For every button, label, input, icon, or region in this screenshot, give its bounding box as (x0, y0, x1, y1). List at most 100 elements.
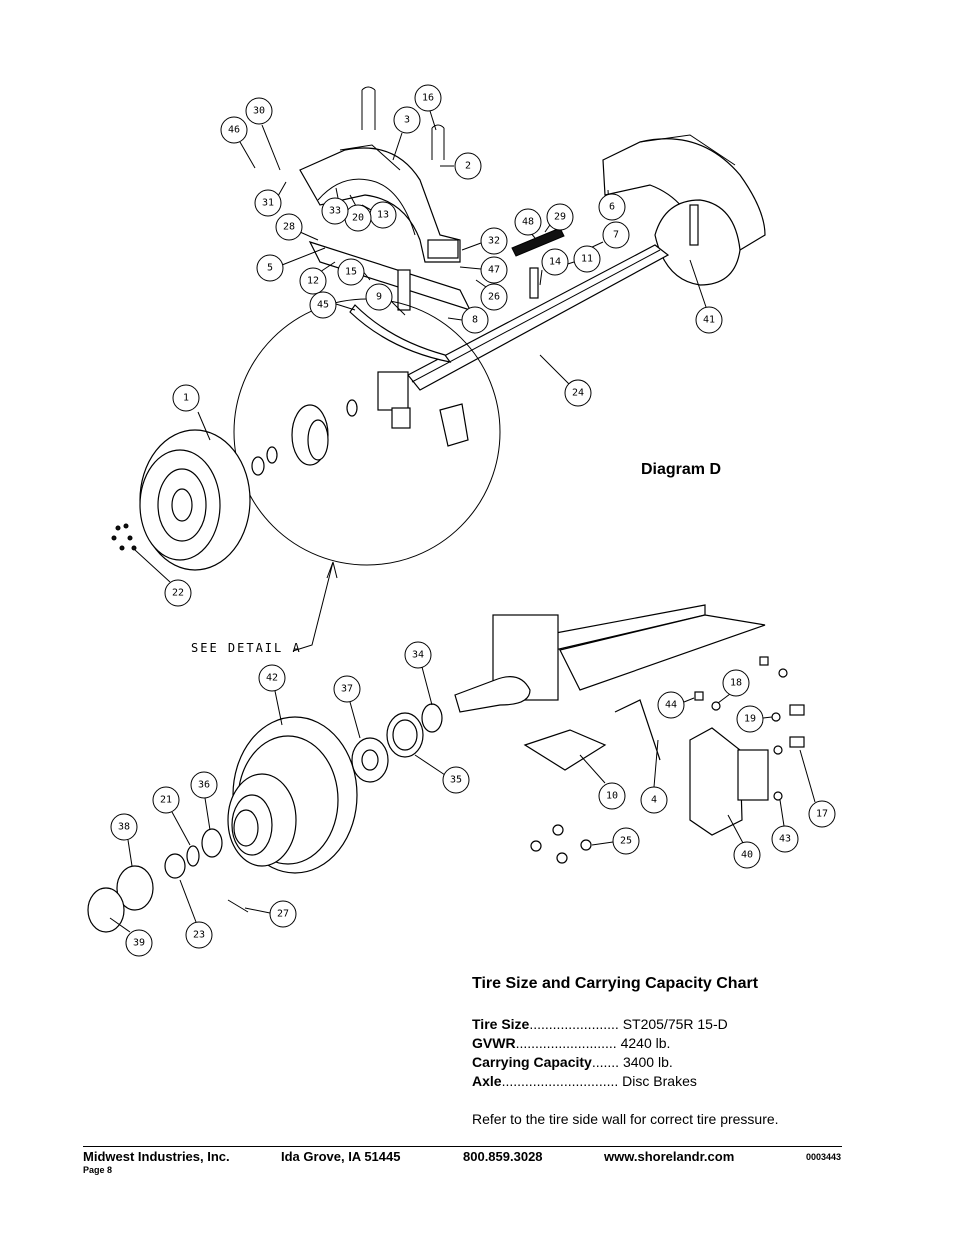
chart-row-tire-size: Tire Size....................... ST205/7… (472, 1016, 728, 1032)
footer-page-number: Page 8 (83, 1165, 113, 1175)
svg-text:23: 23 (193, 930, 205, 941)
callout-32: 32 (461, 227, 508, 255)
chart-row-carrying-capacity: Carrying Capacity....... 3400 lb. (472, 1054, 673, 1070)
svg-text:32: 32 (488, 236, 500, 247)
svg-text:28: 28 (283, 222, 295, 233)
svg-text:17: 17 (816, 809, 828, 820)
svg-text:16: 16 (422, 93, 434, 104)
chart-title: Tire Size and Carrying Capacity Chart (472, 975, 759, 992)
callout-11: 11 (554, 245, 601, 273)
svg-text:45: 45 (317, 300, 329, 311)
callout-38: 38 (110, 813, 138, 867)
svg-text:10: 10 (606, 791, 618, 802)
svg-text:35: 35 (450, 775, 462, 786)
callout-15: 15 (337, 258, 371, 286)
svg-text:4: 4 (651, 795, 657, 806)
footer-rule (83, 1146, 842, 1147)
callout-29: 29 (544, 203, 574, 233)
svg-text:6: 6 (609, 202, 615, 213)
reflector-strip (511, 227, 565, 257)
callout-12: 12 (299, 261, 336, 295)
svg-text:40: 40 (741, 850, 753, 861)
callout-1: 1 (172, 384, 211, 441)
callout-24: 24 (539, 354, 592, 407)
u-bolt-top (361, 86, 376, 130)
u-bolt-16 (431, 124, 445, 160)
bearings-seals (87, 703, 443, 933)
detail-arrow (292, 561, 338, 652)
svg-text:3: 3 (404, 115, 410, 126)
svg-text:44: 44 (665, 700, 677, 711)
chart-row-axle: Axle.............................. Disc … (472, 1073, 697, 1089)
svg-text:7: 7 (613, 230, 619, 241)
svg-text:9: 9 (376, 292, 382, 303)
callout-47: 47 (459, 256, 508, 284)
svg-text:31: 31 (262, 198, 274, 209)
svg-text:36: 36 (198, 780, 210, 791)
brake-rotor (227, 716, 358, 874)
callout-18: 18 (717, 669, 750, 704)
svg-text:14: 14 (549, 257, 561, 268)
svg-text:41: 41 (703, 315, 715, 326)
caliper (523, 727, 769, 836)
svg-text:15: 15 (345, 267, 357, 278)
svg-text:33: 33 (329, 206, 341, 217)
svg-text:34: 34 (412, 650, 424, 661)
leaf-spring (349, 304, 452, 363)
svg-text:46: 46 (228, 125, 240, 136)
svg-text:38: 38 (118, 822, 130, 833)
callout-37: 37 (333, 675, 361, 739)
svg-text:29: 29 (554, 212, 566, 223)
callout-35: 35 (414, 754, 470, 794)
svg-text:20: 20 (352, 213, 364, 224)
svg-text:13: 13 (377, 210, 389, 221)
callout-23: 23 (179, 879, 213, 949)
callout-25: 25 (591, 827, 640, 855)
callout-41: 41 (689, 259, 723, 334)
callout-22: 22 (134, 549, 192, 607)
callout-20: 20 (344, 194, 372, 232)
svg-text:26: 26 (488, 292, 500, 303)
diagram-title: Diagram D (641, 461, 722, 478)
svg-text:18: 18 (730, 678, 742, 689)
tire (139, 429, 251, 571)
callout-16: 16 (414, 84, 442, 131)
svg-text:39: 39 (133, 938, 145, 949)
footer-doc-number: 0003443 (806, 1152, 842, 1162)
svg-text:42: 42 (266, 673, 278, 684)
svg-text:27: 27 (277, 909, 289, 920)
callout-40: 40 (727, 814, 761, 869)
callout-13: 13 (361, 201, 397, 229)
svg-text:37: 37 (341, 684, 353, 695)
hanger-bracket (397, 269, 411, 311)
svg-text:1: 1 (183, 393, 189, 404)
callout-36: 36 (190, 771, 218, 831)
callout-34: 34 (404, 641, 433, 706)
svg-text:11: 11 (581, 254, 593, 265)
callout-8: 8 (447, 306, 489, 334)
callout-9: 9 (365, 283, 406, 316)
parts-diagram: 1 2 3 4 5 6 7 8 9 10 11 12 13 14 15 16 1… (87, 84, 836, 957)
footer-website: www.shorelandr.com (604, 1149, 735, 1164)
callout-43: 43 (771, 799, 799, 853)
callout-31: 31 (254, 181, 287, 217)
svg-text:8: 8 (472, 315, 478, 326)
footer-phone: 800.859.3028 (463, 1149, 543, 1164)
callout-46: 46 (220, 116, 256, 169)
u-bolt (529, 267, 539, 299)
lug-nuts (111, 523, 137, 551)
detail-label: SEE DETAIL A (191, 641, 302, 655)
callout-10: 10 (579, 754, 626, 810)
bolts (530, 656, 805, 864)
svg-text:25: 25 (620, 836, 632, 847)
callout-4: 4 (640, 739, 668, 814)
callout-33: 33 (321, 187, 349, 225)
callout-14: 14 (539, 248, 569, 286)
callouts: 1 2 3 4 5 6 7 8 9 10 11 12 13 14 15 16 1… (109, 84, 836, 957)
svg-text:12: 12 (307, 276, 319, 287)
callout-27: 27 (244, 900, 297, 928)
callout-21: 21 (152, 786, 191, 846)
footer-location: Ida Grove, IA 51445 (281, 1149, 401, 1164)
tire-pressure-note: Refer to the tire side wall for correct … (472, 1111, 779, 1127)
callout-19: 19 (736, 705, 773, 733)
